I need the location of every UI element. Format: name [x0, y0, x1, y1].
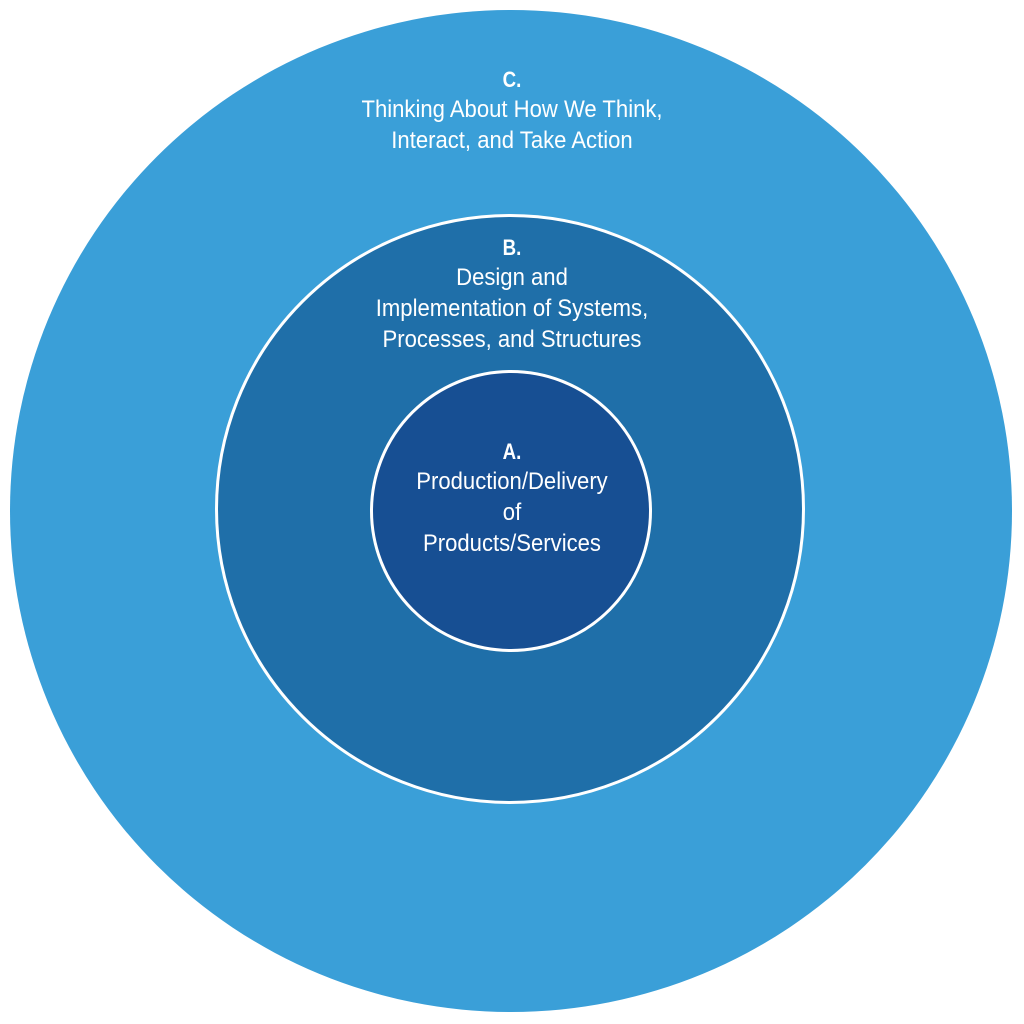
ring-c-text-line-2: Interact, and Take Action: [391, 127, 633, 154]
ring-b-text-line-3: Processes, and Structures: [382, 326, 642, 353]
ring-b-text-line-1: Design and: [456, 264, 568, 291]
ring-a-text-line-1: Production/Delivery: [416, 468, 608, 495]
ring-c-label: C. Thinking About How We Think, Interact…: [0, 66, 1024, 156]
inner-ring-a: [370, 370, 652, 652]
ring-c-letter: C.: [502, 67, 522, 92]
ring-c-text-line-1: Thinking About How We Think,: [361, 96, 663, 123]
ring-a-letter: A.: [502, 439, 522, 464]
ring-a-text-line-3: Products/Services: [423, 530, 601, 557]
ring-a-label: A. Production/Delivery of Products/Servi…: [0, 438, 1024, 559]
ring-a-text-line-2: of: [502, 499, 522, 526]
ring-b-letter: B.: [502, 235, 522, 260]
ring-b-text-line-2: Implementation of Systems,: [375, 295, 649, 322]
ring-b-label: B. Design and Implementation of Systems,…: [0, 234, 1024, 355]
